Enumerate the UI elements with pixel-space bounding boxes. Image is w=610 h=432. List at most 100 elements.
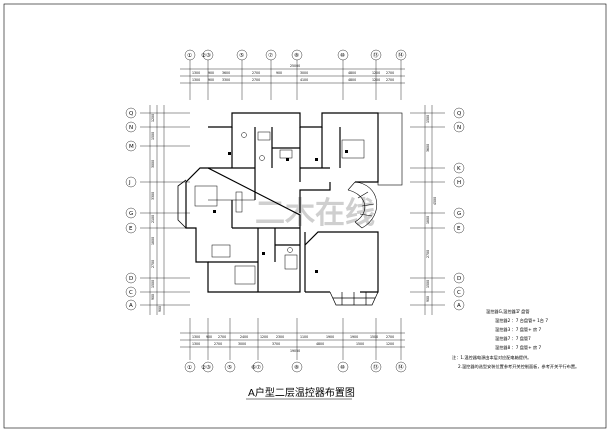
dim-bottom-1-8: 1900	[350, 335, 358, 339]
axis-label-right-8: A	[457, 303, 461, 309]
axis-label-right-4: G	[457, 211, 461, 217]
axis-bubble-top-7	[265, 49, 277, 61]
axis-label-top-1: ②③	[201, 52, 211, 59]
axis-label-left-3: J	[128, 180, 131, 186]
dim-left-1: 1500	[151, 132, 155, 140]
axis-bubble-top-1	[184, 49, 196, 61]
desk-top	[279, 149, 293, 159]
dim-bottom-2-6: 1200	[386, 342, 394, 346]
legend-head: 温控器G,温控器1	[486, 308, 519, 315]
axis-label-bottom-1: ②③	[201, 364, 211, 371]
balcony-top-right	[377, 112, 403, 186]
bath-1	[257, 131, 271, 141]
left-dimension-text: 1200 1500 3000 3300 2100 1800 2700 1500 …	[151, 114, 162, 312]
axis-label-top-4: ⑧	[294, 53, 299, 59]
dim-right-4: 2700	[426, 250, 430, 258]
axis-bubble-top-2	[202, 49, 214, 61]
dim-left-9: 900	[158, 306, 162, 312]
axis-label-top-0: ①	[187, 53, 192, 59]
toilet-3	[287, 247, 293, 253]
bottom-axis-group	[180, 318, 407, 373]
legend-item-2: 温控器3 ：7 盘管+ 房 7	[495, 326, 541, 333]
dim-top-2-1: 900	[208, 78, 214, 82]
axis-bubble-top-13	[370, 49, 382, 61]
axis-label-left-7: C	[129, 290, 133, 296]
top-dimension-text: 25000 1300 900 3600 2700 900 3000 4800 1…	[192, 64, 394, 82]
dim-bottom-1-5: 2300	[276, 335, 284, 339]
dim-left-0: 1200	[151, 114, 155, 122]
left-axis-labels: Q N M J G E D C A	[128, 111, 134, 309]
dim-bottom-1-2: 2700	[218, 335, 226, 339]
thermostat-icon	[286, 158, 289, 161]
axis-label-left-1: N	[129, 125, 133, 131]
dim-right-2: 4500	[433, 197, 437, 205]
axis-bubble-top-10	[337, 49, 349, 61]
dim-top-1-0: 1300	[192, 71, 200, 75]
axis-label-top-2: ⑤	[239, 53, 244, 59]
top-axis-labels: ① ②③ ⑤ ⑦ ⑧ ⑩ ⑬ ⑭	[187, 51, 404, 59]
thermostat-icon	[315, 158, 318, 161]
drawing-border	[3, 3, 607, 429]
dim-left-3: 3300	[151, 192, 155, 200]
right-dimension-text: 1500 3600 4500 1800 2700 1500 900	[426, 115, 437, 302]
legend-item-3: 温控器7 ：7 盘管7	[495, 335, 531, 342]
dim-bottom-2-2: 3000	[238, 342, 246, 346]
dim-top-2-7: 2700	[386, 78, 394, 82]
dim-right-1: 3600	[426, 144, 430, 152]
legend-item-0: ：7 盘管	[513, 308, 530, 315]
axis-bubble-top-8	[291, 49, 303, 61]
axis-label-top-6: ⑬	[373, 51, 379, 59]
dim-left-5: 1800	[151, 237, 155, 245]
thermostat-icon	[228, 152, 231, 155]
balcony-bottom	[329, 291, 379, 306]
dim-top-1-4: 900	[276, 71, 282, 75]
thermostat-icon	[213, 210, 216, 213]
closet-1	[284, 254, 298, 270]
dim-bottom-1-4: 1200	[260, 335, 268, 339]
dim-left-8: 900	[151, 294, 155, 300]
left-axis-group	[125, 105, 190, 315]
axis-label-right-0: Q	[457, 111, 462, 117]
thermostat-markers	[213, 150, 348, 273]
right-axis-labels: Q N K H G E D C A	[457, 111, 462, 309]
legend-item-1: 温控器2 ：7 台盘管+ 1台 7	[495, 317, 548, 324]
bed-top-right	[341, 139, 365, 159]
dim-right-5: 1500	[426, 280, 430, 288]
dim-top-1-1: 900	[208, 71, 214, 75]
dim-top-1-7: 1200	[372, 71, 380, 75]
dim-top-1-2: 3600	[222, 71, 230, 75]
dim-top-2-2: 3300	[222, 78, 230, 82]
dim-right-6: 900	[426, 296, 430, 302]
dim-top-2-6: 1200	[372, 78, 380, 82]
toilet-2	[259, 155, 265, 161]
axis-label-left-2: M	[129, 144, 134, 150]
axis-label-left-8: A	[129, 303, 133, 309]
dim-bottom-1-7: 1900	[326, 335, 334, 339]
dim-top-2-0: 1300	[192, 78, 200, 82]
dim-right-0: 1500	[426, 115, 430, 123]
dim-top-1-6: 4800	[348, 71, 356, 75]
dim-top-2-5: 4800	[348, 78, 356, 82]
axis-label-top-5: ⑩	[340, 52, 345, 59]
axis-label-left-5: E	[129, 226, 133, 232]
axis-label-bottom-5: ⑩	[340, 364, 345, 371]
thermostat-icon	[315, 270, 318, 273]
dim-top-1-5: 3000	[300, 71, 308, 75]
axis-label-right-1: N	[457, 125, 461, 131]
bed-bottom	[234, 265, 256, 285]
shelf-right	[235, 191, 243, 213]
dim-bottom-1-9: 1500	[370, 335, 378, 339]
dim-left-4: 2100	[151, 215, 155, 223]
axis-label-bottom-2: ⑤	[227, 365, 232, 371]
bay-window	[177, 179, 187, 229]
axis-label-right-7: C	[457, 290, 461, 296]
dim-right-3: 1800	[426, 216, 430, 224]
axis-bubble-top-5	[236, 49, 248, 61]
axis-label-right-6: D	[457, 276, 461, 282]
dim-bottom-1-3: 2400	[240, 335, 248, 339]
thermostat-icon	[262, 252, 265, 255]
dim-left-6: 2700	[151, 260, 155, 268]
note-2: 2.温控器的选型安装位置参考开关控制面板，参考开关平行布置。	[458, 363, 579, 370]
thermostat-icon	[345, 150, 348, 153]
